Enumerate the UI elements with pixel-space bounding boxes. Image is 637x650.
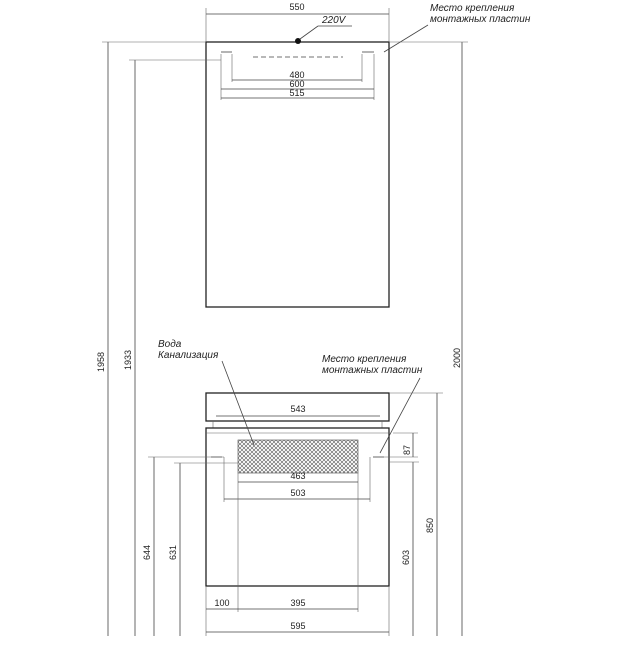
dim-1933: 1933 xyxy=(123,350,133,370)
mirror-section: 550 220V Место крепления монтажных пласт… xyxy=(205,2,531,308)
mirror-body xyxy=(205,41,390,308)
mount-label-top-2: монтажных пластин xyxy=(430,14,531,25)
sewage-label: Канализация xyxy=(158,350,219,361)
dim-480: 480 xyxy=(289,70,304,80)
dim-600: 600 xyxy=(289,79,304,89)
dim-595: 595 xyxy=(290,621,305,631)
mount-label-bottom-1: Место крепления xyxy=(322,354,407,365)
mount-label-top-1: Место крепления xyxy=(430,3,515,14)
dim-543: 543 xyxy=(290,404,305,414)
voltage-label: 220V xyxy=(321,15,347,26)
dim-603: 603 xyxy=(401,550,411,565)
dim-100: 100 xyxy=(214,598,229,608)
connection-zone xyxy=(237,439,359,474)
height-dimensions-left: 1958 1933 xyxy=(96,41,221,636)
dim-631: 631 xyxy=(168,545,178,560)
dim-2000: 2000 xyxy=(452,348,462,368)
dim-550: 550 xyxy=(289,2,304,12)
cabinet-section: 543 Вода Канализация Место крепления мон… xyxy=(142,339,443,636)
dim-463: 463 xyxy=(290,471,305,481)
height-dimension-right: 2000 xyxy=(389,41,468,636)
dim-87: 87 xyxy=(402,445,412,455)
dim-850: 850 xyxy=(425,518,435,533)
mount-label-bottom-2: монтажных пластин xyxy=(322,365,423,376)
water-label: Вода xyxy=(158,339,182,350)
socket-icon xyxy=(295,38,301,44)
dim-515: 515 xyxy=(289,88,304,98)
dim-644: 644 xyxy=(142,545,152,560)
dim-1958: 1958 xyxy=(96,352,106,372)
dim-395: 395 xyxy=(290,598,305,608)
dim-503: 503 xyxy=(290,488,305,498)
